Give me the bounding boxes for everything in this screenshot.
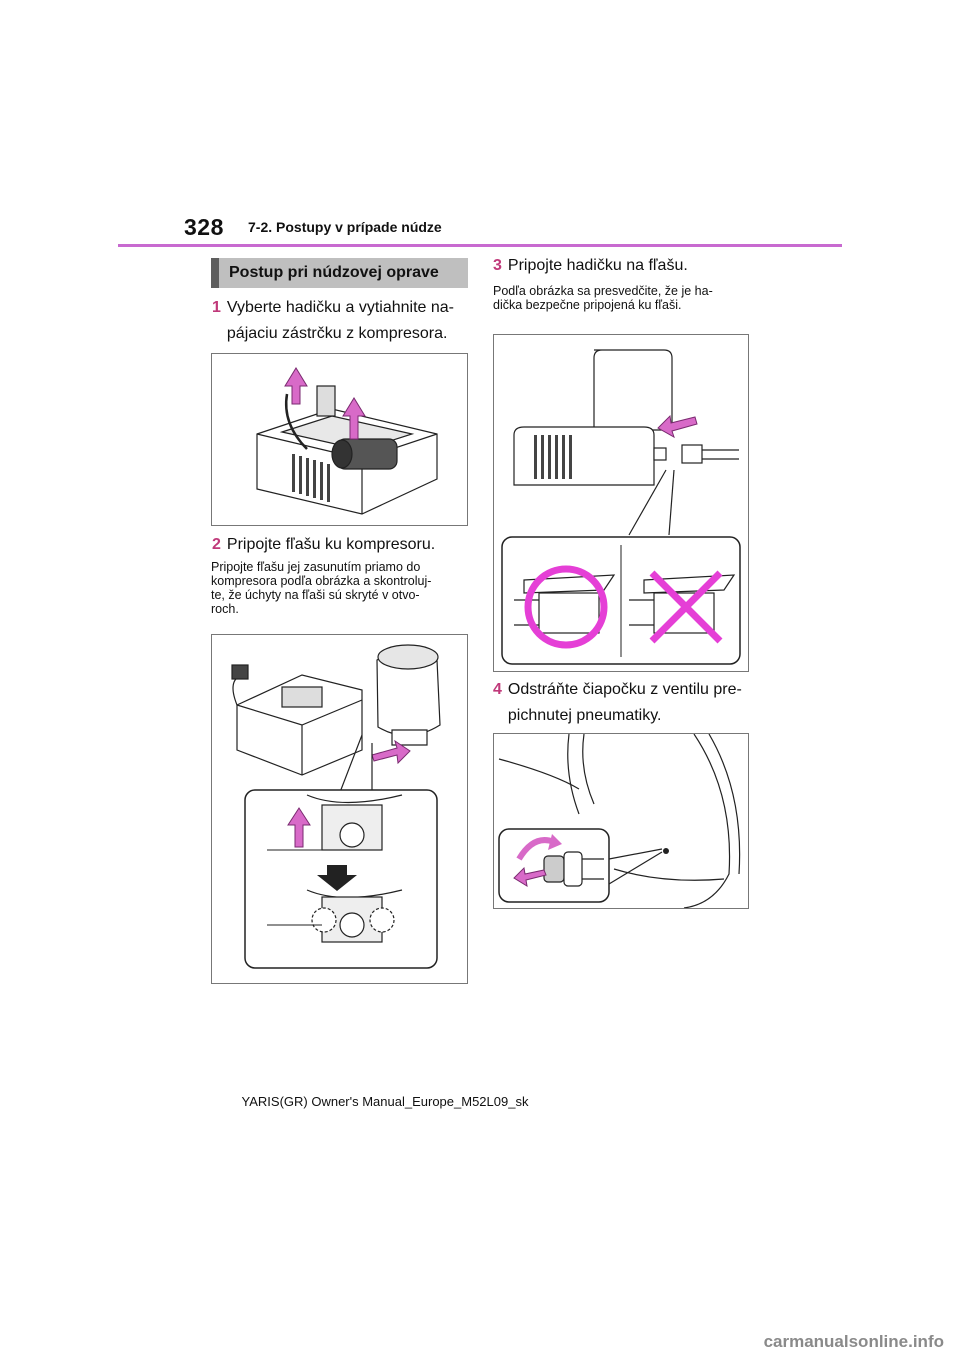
step-1-number: 1 xyxy=(212,299,221,316)
step-2-number: 2 xyxy=(212,536,221,553)
step-4-text: Odstráňte čiapočku z ventilu pre- pichnu… xyxy=(507,681,742,724)
step-3-note: Podľa obrázka sa presvedčite, že je ha- … xyxy=(493,284,713,312)
step-4: 4 Odstráňte čiapočku z ventilu pre- pich… xyxy=(493,677,755,729)
step-3-text: Pripojte hadičku na fľašu. xyxy=(507,257,688,274)
footer-text: YARIS(GR) Owner's Manual_Europe_M52L09_s… xyxy=(241,1094,529,1109)
step-1-text: Vyberte hadičku a vytiahnite na- pájaciu… xyxy=(226,299,454,342)
step-2: 2 Pripojte fľašu ku kompresoru. xyxy=(212,532,474,558)
compressor-illustration xyxy=(256,367,438,515)
section-title: 7-2. Postupy v prípade núdze xyxy=(248,219,442,235)
step-2-note: Pripojte fľašu jej zasunutím priamo do k… xyxy=(211,560,432,616)
valve-cap-illustration xyxy=(498,734,741,908)
hose-connection-illustration xyxy=(501,349,741,665)
figure-valve-cap xyxy=(493,733,749,909)
footer: YARIS(GR) Owner's Manual_Europe_M52L09_s… xyxy=(0,1094,960,1109)
box-title: Postup pri núdzovej oprave xyxy=(211,258,468,288)
watermark: carmanualsonline.info xyxy=(763,1332,944,1351)
step-1: 1 Vyberte hadičku a vytiahnite na- pájac… xyxy=(212,295,474,347)
header-rule xyxy=(118,244,842,247)
figure-compressor-open xyxy=(211,353,468,526)
figure-connect-hose xyxy=(493,334,749,672)
figure-attach-bottle xyxy=(211,634,468,984)
step-3-number: 3 xyxy=(493,257,502,274)
step-4-number: 4 xyxy=(493,681,502,698)
page-number: 328 xyxy=(184,214,224,240)
bottle-compressor-illustration xyxy=(231,644,441,969)
step-3: 3 Pripojte hadičku na fľašu. xyxy=(493,253,755,279)
step-2-text: Pripojte fľašu ku kompresoru. xyxy=(226,536,436,553)
